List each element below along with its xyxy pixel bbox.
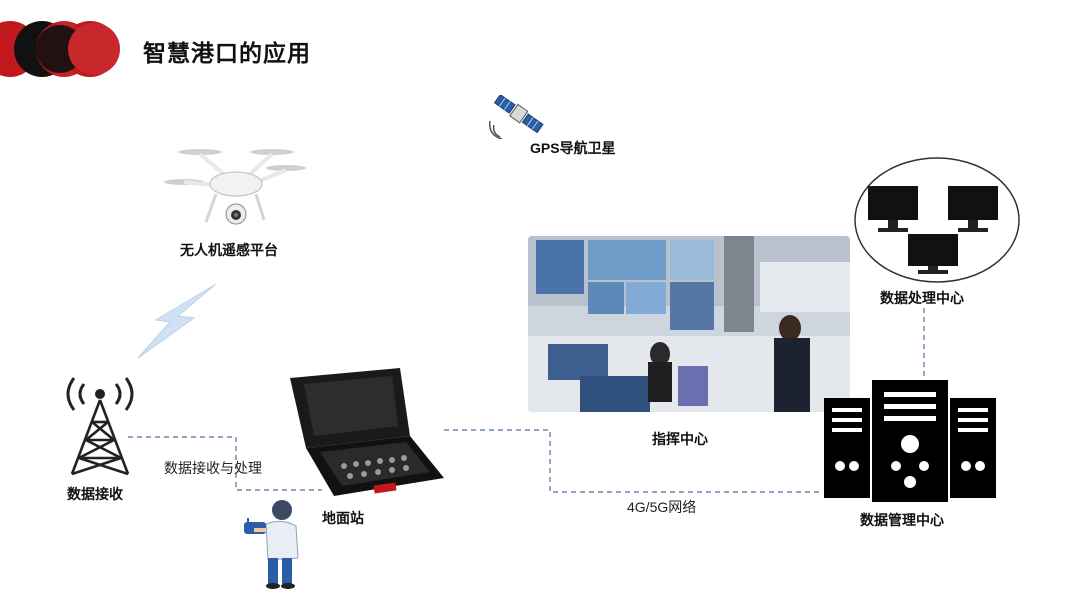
satellite-icon bbox=[489, 95, 544, 139]
lightning-icon bbox=[137, 283, 217, 359]
drone-label: 无人机遥感平台 bbox=[180, 242, 278, 258]
receive-process-label: 数据接收与处理 bbox=[164, 460, 262, 476]
ground-station-icon bbox=[290, 368, 444, 496]
command-center-label: 指挥中心 bbox=[652, 431, 708, 447]
tower-icon bbox=[66, 377, 134, 476]
header-decoration bbox=[0, 21, 120, 77]
processing-center-icon bbox=[854, 157, 1020, 283]
processing-center-label: 数据处理中心 bbox=[880, 290, 964, 306]
tower-label: 数据接收 bbox=[67, 486, 123, 502]
network-label: 4G/5G网络 bbox=[627, 499, 697, 515]
operator-icon bbox=[244, 500, 299, 589]
ground-station-label: 地面站 bbox=[322, 510, 364, 526]
command-center-illustration bbox=[528, 236, 850, 412]
command-center-photo bbox=[528, 236, 850, 412]
satellite-label: GPS导航卫星 bbox=[530, 140, 616, 156]
drone-icon bbox=[164, 149, 306, 225]
page-title: 智慧港口的应用 bbox=[143, 40, 311, 66]
management-center-label: 数据管理中心 bbox=[860, 512, 944, 528]
server-rack-icon bbox=[824, 380, 996, 502]
